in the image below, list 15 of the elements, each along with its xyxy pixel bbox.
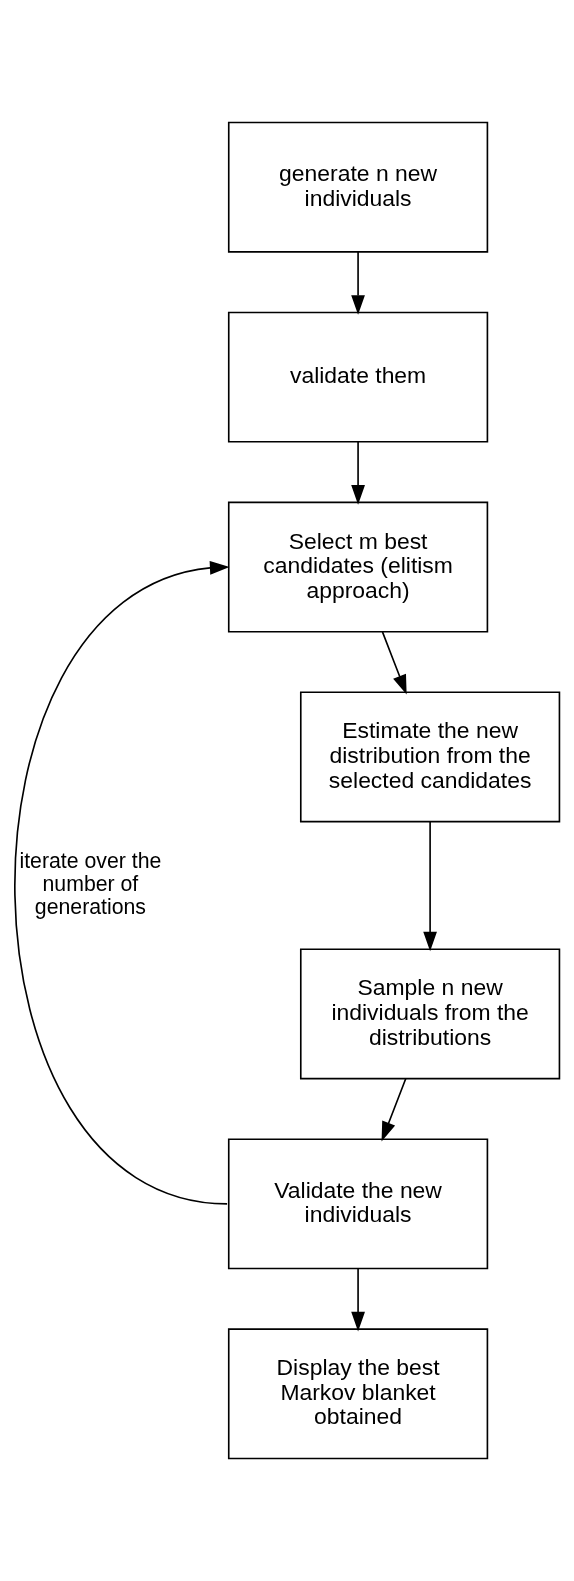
edge-label: iterate over the number of generations <box>19 849 162 919</box>
node-box: Select m best candidates (elitism approach) <box>227 501 489 633</box>
arrow <box>423 821 437 952</box>
node-box: Sample n new individuals from the distributions <box>299 948 561 1080</box>
node-box: Estimate the new distribution from the selected candidates <box>299 691 561 823</box>
node-box: Display the best Markov blanket obtained <box>227 1328 489 1460</box>
arrow <box>14 560 230 1205</box>
arrow <box>351 1267 365 1332</box>
arrow <box>381 1078 407 1142</box>
arrow <box>351 251 365 315</box>
node-box: Validate the new individuals <box>227 1138 489 1270</box>
arrow <box>351 441 365 505</box>
node-box: validate them <box>227 311 489 443</box>
node-box: generate n new individuals <box>227 121 489 253</box>
arrow <box>381 631 407 695</box>
